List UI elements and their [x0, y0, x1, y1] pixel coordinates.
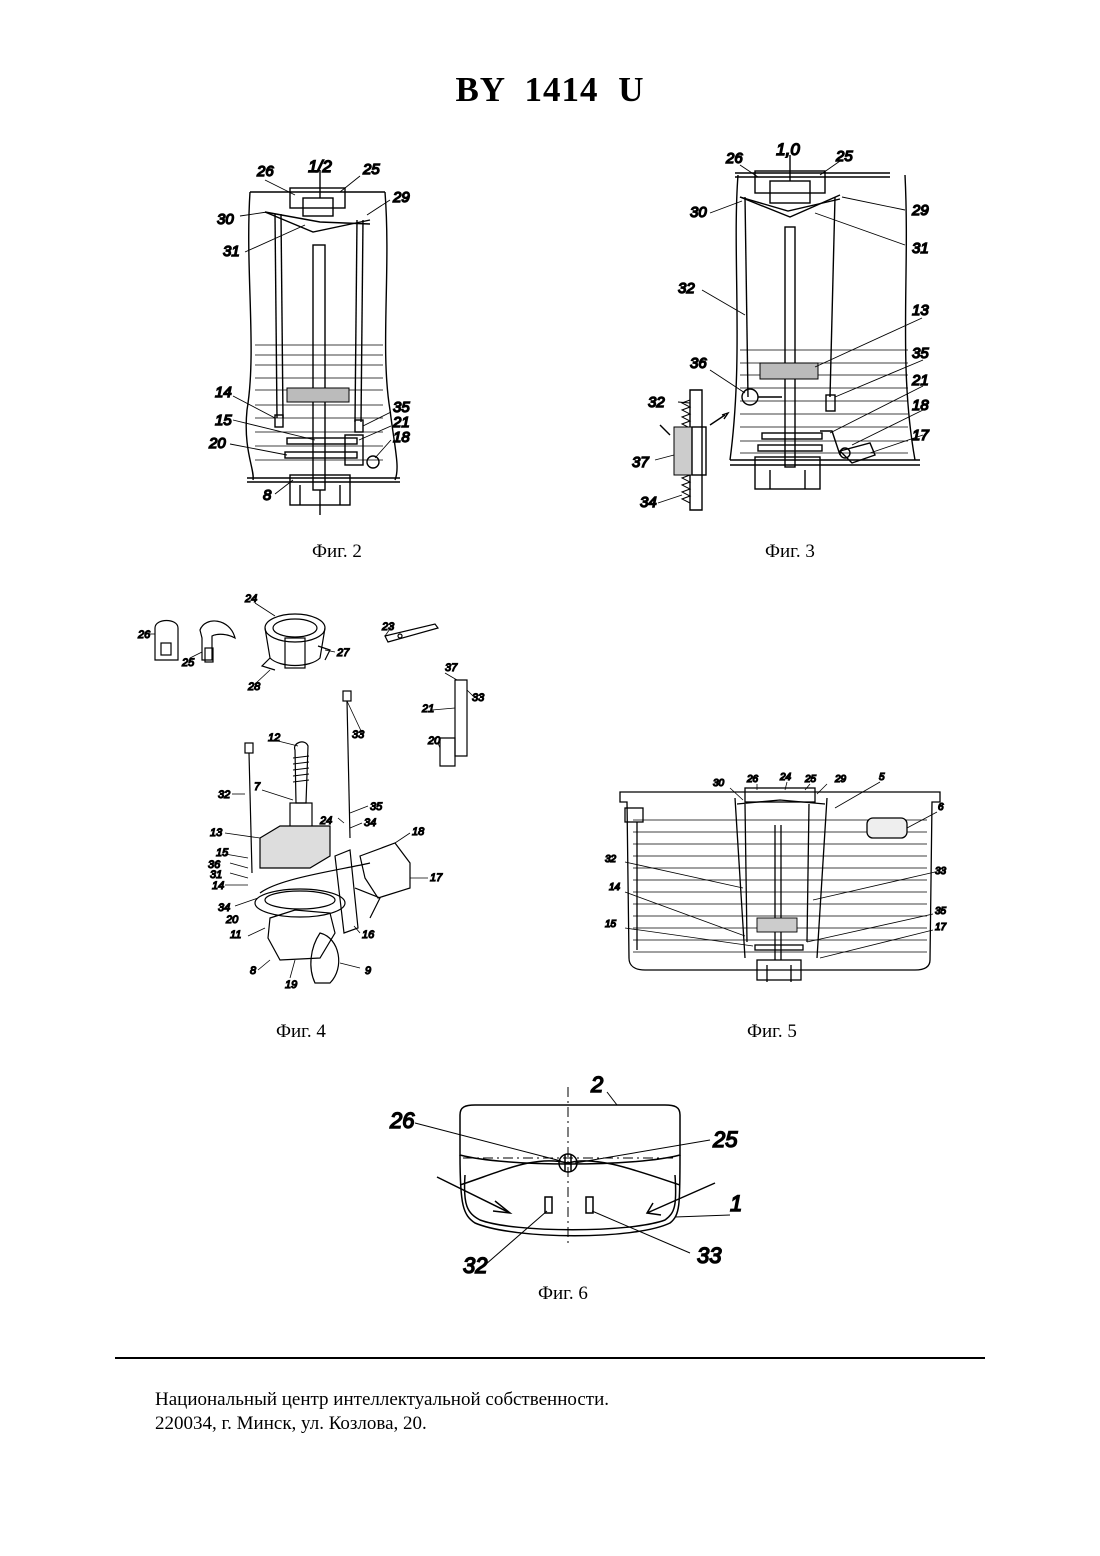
fig4-label: 33: [472, 692, 485, 704]
figure-3-caption: Фиг. 3: [765, 541, 815, 563]
fig6-label: 33: [697, 1243, 722, 1268]
fig4-label: 23: [381, 621, 395, 633]
fig3-label: 32: [678, 280, 695, 297]
fig6-label: 1: [730, 1191, 742, 1216]
fig3-label: 25: [835, 148, 853, 165]
fig4-label: 8: [250, 965, 257, 977]
fig5-label: 6: [938, 802, 944, 813]
fig3-label: 36: [690, 355, 707, 372]
footer-divider: [115, 1357, 985, 1359]
figure-5-caption: Фиг. 5: [747, 1021, 797, 1043]
figure-2-caption: Фиг. 2: [312, 541, 362, 563]
fig4-label: 18: [412, 826, 425, 838]
fig5-label: 26: [746, 774, 759, 785]
fig3-label: 30: [690, 204, 707, 221]
figure-2: 1/2 26 25 29 30 31 14 35 15 21 18 20 8: [195, 150, 455, 515]
fig4-label: 13: [210, 827, 223, 839]
fig4-label: 24: [319, 815, 332, 827]
fig3-label: 37: [632, 454, 649, 471]
fig4-label: 7: [254, 781, 261, 793]
fig2-label: 26: [256, 163, 274, 180]
fig3-label: 35: [912, 345, 929, 362]
fig5-label: 30: [713, 778, 725, 789]
fig6-label: 32: [463, 1253, 487, 1278]
fig2-label: 31: [223, 243, 240, 260]
fig4-label: 37: [445, 662, 458, 674]
figure-5: 30 26 24 25 29 5 6 32 33 14 35 15 17: [595, 770, 975, 990]
fig3-label: 1,0: [776, 140, 800, 159]
fig2-label: 30: [217, 211, 234, 228]
fig4-label: 19: [285, 979, 297, 991]
fig6-label: 26: [389, 1108, 415, 1133]
figure-2-drawing: 1/2 26 25 29 30 31 14 35 15 21 18 20 8: [195, 150, 455, 515]
fig5-label: 35: [935, 906, 947, 917]
figure-4-caption: Фиг. 4: [276, 1021, 326, 1043]
fig4-label: 21: [421, 703, 434, 715]
fig5-label: 5: [879, 772, 885, 783]
document-number: BY 1414 U: [0, 70, 1100, 110]
fig4-label: 28: [247, 681, 261, 693]
fig3-label: 26: [725, 150, 743, 167]
fig4-label: 15: [216, 847, 229, 859]
footer-organization: Национальный центр интеллектуальной собс…: [155, 1388, 609, 1412]
fig4-label: 24: [244, 593, 257, 605]
fig4-label: 33: [352, 729, 365, 741]
figure-3: 1,0 26 25 30 29 31 32 13 35 36 21 32 18 …: [630, 135, 960, 515]
footer: Национальный центр интеллектуальной собс…: [155, 1388, 609, 1436]
fig4-label: 12: [268, 732, 280, 744]
fig4-label: 17: [430, 872, 443, 884]
fig2-label: 14: [215, 384, 232, 401]
fig5-label: 15: [605, 919, 617, 930]
fig5-label: 25: [804, 774, 817, 785]
fig4-label: 20: [225, 914, 239, 926]
fig2-label: 29: [392, 189, 410, 206]
fig2-label: 20: [208, 435, 226, 452]
fig2-label: 18: [393, 429, 410, 446]
fig4-label: 9: [365, 965, 371, 977]
figure-4: 24 26 25 27 28 23 37 33 21 20 12 33 7 32…: [130, 588, 460, 993]
fig4-label: 25: [181, 657, 195, 669]
fig3-label: 29: [911, 202, 929, 219]
fig6-label: 25: [712, 1127, 738, 1152]
fig3-label: 34: [640, 494, 657, 511]
fig6-label: 2: [590, 1072, 603, 1097]
fig5-label: 24: [779, 772, 792, 783]
fig2-label: 8: [263, 487, 272, 504]
fig4-label: 27: [336, 647, 350, 659]
footer-address: 220034, г. Минск, ул. Козлова, 20.: [155, 1412, 609, 1436]
fig4-label: 34: [364, 817, 376, 829]
fig4-label: 11: [230, 929, 241, 941]
fig5-label: 14: [609, 882, 621, 893]
fig3-label: 18: [912, 397, 929, 414]
fig4-label: 34: [218, 902, 230, 914]
fig5-label: 29: [834, 774, 847, 785]
fig3-label: 31: [912, 240, 929, 257]
figure-6: 2 26 25 1 32 33: [385, 1075, 765, 1280]
figure-6-caption: Фиг. 6: [538, 1283, 588, 1305]
fig4-label: 35: [370, 801, 383, 813]
fig3-label: 17: [912, 427, 929, 444]
fig2-label: 15: [215, 412, 232, 429]
fig4-label: 20: [427, 735, 441, 747]
fig4-label: 32: [218, 789, 230, 801]
fig3-label: 32: [648, 394, 665, 411]
fig5-label: 17: [935, 922, 947, 933]
figure-3-drawing: 1,0 26 25 30 29 31 32 13 35 36 21 32 18 …: [630, 135, 960, 515]
fig3-label: 13: [912, 302, 929, 319]
figure-4-drawing: 24 26 25 27 28 23 37 33 21 20 12 33 7 32…: [130, 588, 460, 993]
fig5-label: 33: [935, 866, 947, 877]
fig2-label: 1/2: [308, 157, 332, 176]
fig5-label: 32: [605, 854, 617, 865]
figure-6-drawing: 2 26 25 1 32 33: [385, 1075, 765, 1280]
fig4-label: 16: [362, 929, 375, 941]
fig2-label: 25: [362, 161, 380, 178]
figure-5-drawing: 30 26 24 25 29 5 6 32 33 14 35 15 17: [595, 770, 975, 990]
fig4-label: 26: [137, 629, 151, 641]
fig4-label: 14: [212, 880, 224, 892]
fig3-label: 21: [911, 372, 929, 389]
